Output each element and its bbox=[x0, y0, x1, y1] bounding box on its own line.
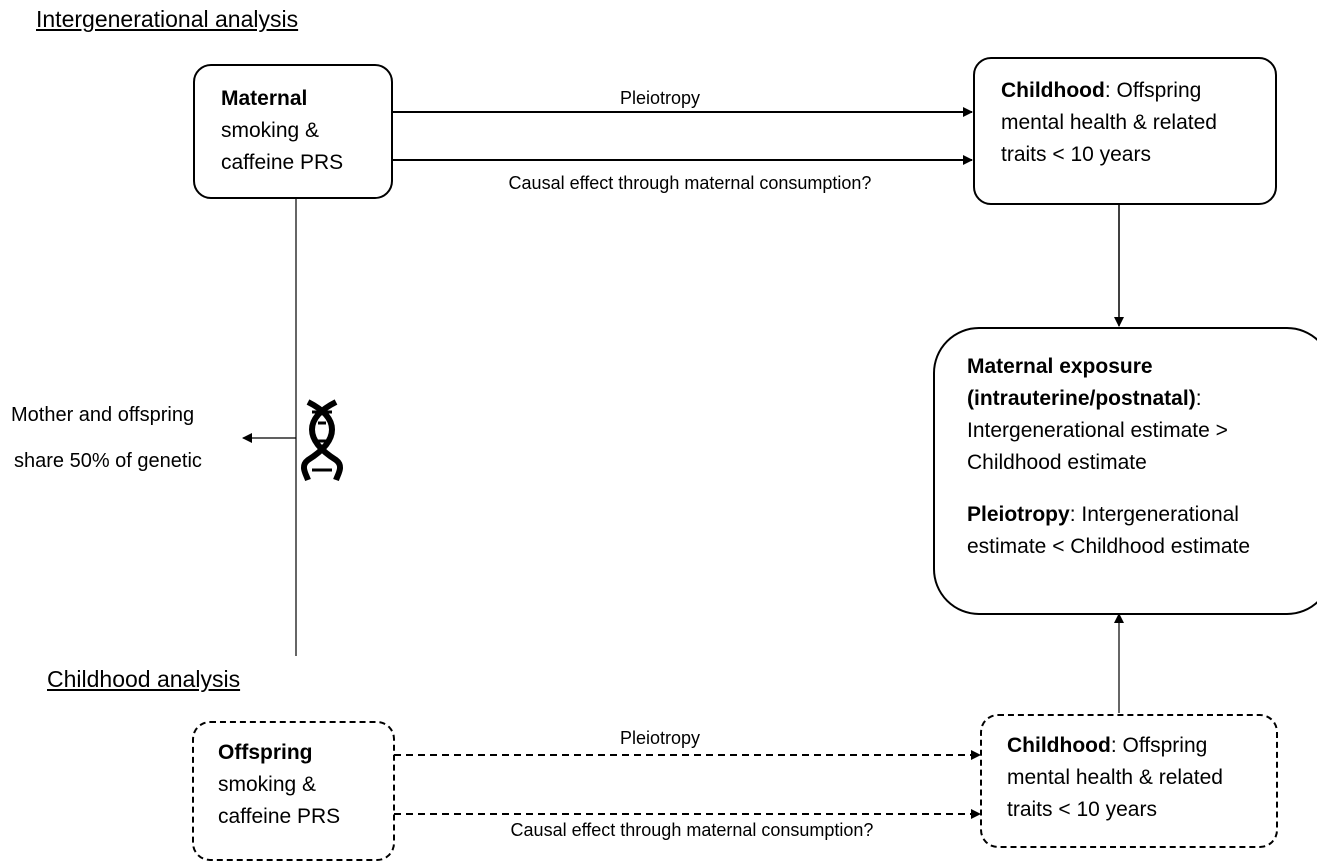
childhood-top-line2: mental health & related bbox=[1001, 111, 1217, 134]
shared-genetics-note: Mother and offspring share 50% of geneti… bbox=[11, 392, 202, 484]
shared-genetics-line2: share 50% of genetic bbox=[14, 450, 202, 472]
offspring-prs-heading: Offspring bbox=[218, 741, 313, 764]
interpretation-para2: Pleiotropy: Intergenerational estimate <… bbox=[967, 503, 1251, 558]
maternal-prs-line3: caffeine PRS bbox=[221, 151, 344, 174]
offspring-prs-line2: smoking & bbox=[218, 773, 317, 796]
maternal-prs-box: Maternal smoking & caffeine PRS bbox=[193, 64, 393, 199]
dna-icon bbox=[300, 399, 344, 482]
maternal-prs-line2: smoking & bbox=[221, 119, 320, 142]
childhood-bottom-heading: Childhood: Offspring bbox=[1007, 734, 1208, 757]
intergenerational-analysis-title: Intergenerational analysis bbox=[36, 6, 299, 32]
childhood-bottom-line3: traits < 10 years bbox=[1007, 798, 1157, 821]
childhood-top-line3: traits < 10 years bbox=[1001, 143, 1151, 166]
childhood-analysis-title: Childhood analysis bbox=[47, 666, 241, 692]
offspring-prs-line3: caffeine PRS bbox=[218, 805, 341, 828]
top-causal-label: Causal effect through maternal consumpti… bbox=[508, 173, 872, 193]
childhood-bottom-line2: mental health & related bbox=[1007, 766, 1223, 789]
bottom-causal-label: Causal effect through maternal consumpti… bbox=[510, 820, 874, 840]
offspring-prs-box: Offspring smoking & caffeine PRS bbox=[192, 721, 395, 861]
maternal-prs-heading: Maternal bbox=[221, 87, 308, 110]
bottom-pleiotropy-label: Pleiotropy bbox=[619, 728, 701, 748]
childhood-top-heading: Childhood: Offspring bbox=[1001, 79, 1202, 102]
top-pleiotropy-label: Pleiotropy bbox=[619, 88, 701, 108]
childhood-outcome-box-bottom: Childhood: Offspring mental health & rel… bbox=[980, 714, 1278, 848]
childhood-outcome-box-top: Childhood: Offspring mental health & rel… bbox=[973, 57, 1277, 205]
shared-genetics-line1: Mother and offspring bbox=[11, 404, 195, 426]
interpretation-box: Maternal exposure (intrauterine/postnata… bbox=[933, 327, 1317, 615]
interpretation-para1: Maternal exposure (intrauterine/postnata… bbox=[967, 355, 1228, 474]
